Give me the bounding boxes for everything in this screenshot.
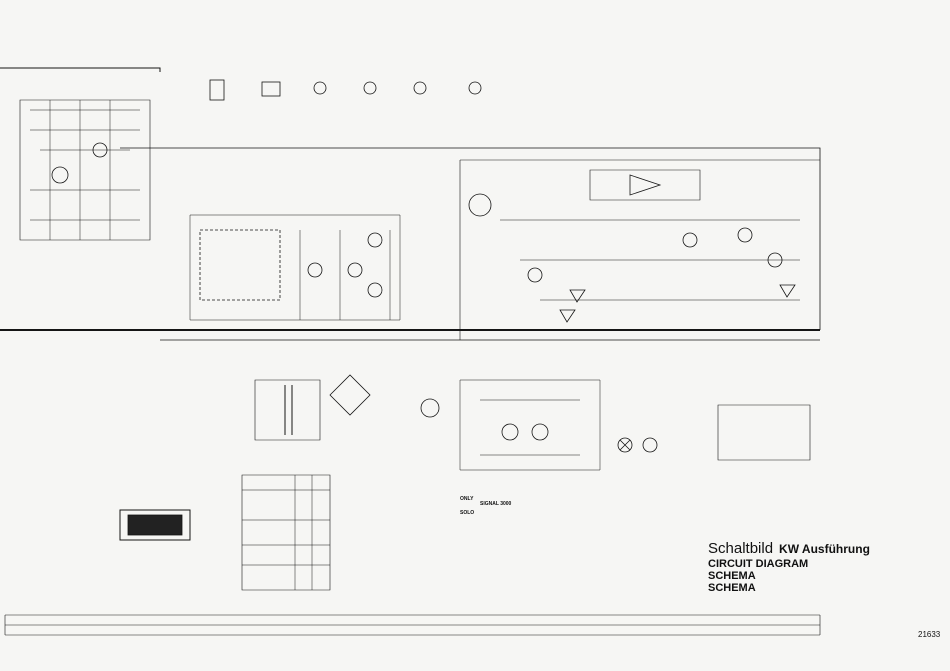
diagram-variant: KW Ausführung [779, 542, 870, 556]
title-line-english: CIRCUIT DIAGRAM [708, 558, 809, 570]
only-label: ONLY [460, 496, 474, 502]
title-line-french: SCHEMA [708, 570, 756, 582]
solo-label: SOLO [460, 510, 475, 516]
signal-label: SIGNAL 3000 [480, 501, 512, 507]
sheet-number: 21633 [918, 630, 941, 639]
diagram-title: Schaltbild [708, 540, 774, 557]
title-line-italian: SCHEMA [708, 582, 756, 594]
